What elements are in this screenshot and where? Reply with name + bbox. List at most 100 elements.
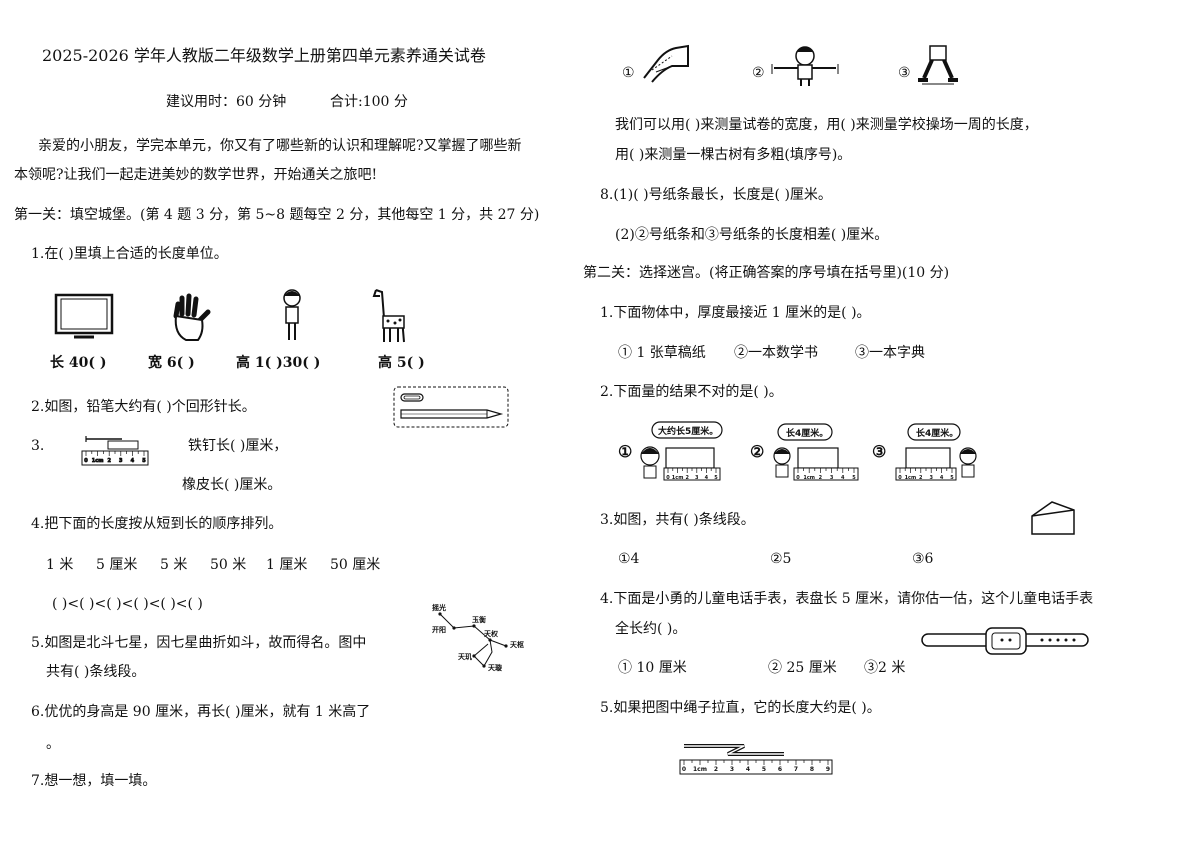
ruler-number: 1cm	[693, 766, 707, 773]
q7-answer-line-1: 我们可以用( )来测量试卷的宽度，用( )来测量学校操场一周的长度，	[615, 117, 1038, 133]
smartwatch-icon	[921, 627, 1089, 655]
ruler-number: 1cm	[803, 475, 815, 481]
s2-q1-option: ① 1 张草稿纸	[618, 345, 706, 361]
star-label: 开阳	[432, 625, 446, 634]
q6-line-1: 6.优优的身高是 90 厘米，再长( )厘米，就有 1 米高了	[31, 704, 371, 720]
ruler-number: 1cm	[905, 475, 917, 481]
ruler-number: 4	[131, 458, 135, 464]
s2-q2-num: ①	[618, 442, 633, 461]
ruler-number: 4	[841, 475, 845, 481]
section1-title: 第一关：填空城堡。(第 4 题 3 分，第 5~8 题每空 2 分，其他每空 1…	[14, 207, 540, 223]
s2-q2-num: ②	[750, 442, 765, 461]
ruler-number: 6	[778, 766, 782, 773]
ruler-number: 9	[826, 766, 830, 773]
ruler-number: 5	[714, 475, 718, 481]
ruler-number: 5	[852, 475, 856, 481]
boy-arms-open-icon	[771, 46, 839, 86]
s2-q3-option: ③6	[912, 551, 934, 567]
s2-q4-option: ② 25 厘米	[768, 660, 837, 676]
ruler-number: 7	[794, 766, 798, 773]
arm-span-icon	[643, 44, 689, 83]
bubble-text: 长4厘米。	[916, 427, 958, 439]
ruler-number: 1cm	[92, 458, 104, 464]
s2-q3-option: ①4	[618, 551, 640, 567]
q8-line-1: 8.(1)( )号纸条最长，长度是( )厘米。	[600, 187, 832, 203]
ruler-number: 3	[730, 766, 734, 773]
q5-line-2: 共有( )条线段。	[46, 664, 146, 680]
total-score: 合计:100 分	[330, 94, 408, 110]
suggested-time: 建议用时：60 分钟	[166, 94, 287, 110]
ruler-number: 2	[685, 475, 689, 481]
bubble-text: 长4厘米。	[786, 427, 828, 439]
star-label: 摇光	[432, 603, 446, 612]
q1-label-tv: 长 40( )	[50, 355, 107, 371]
q7-text: 7.想一想，填一填。	[31, 773, 157, 789]
s2-q1-option: ③一本字典	[855, 345, 925, 361]
s2-q3-option: ②5	[770, 551, 792, 567]
ruler-number: 8	[810, 766, 814, 773]
q4-text: 4.把下面的长度按从短到长的顺序排列。	[31, 516, 283, 532]
page-title: 2025-2026 学年人教版二年级数学上册第四单元素养通关试卷	[42, 46, 486, 65]
ruler-number: 4	[705, 475, 709, 481]
bubble-text: 大约长5厘米。	[658, 425, 718, 437]
ruler-number: 4	[940, 475, 944, 481]
ruler-number: 1cm	[672, 475, 684, 481]
star-label: 天枢	[510, 640, 524, 649]
star-label: 玉衡	[472, 615, 486, 624]
s2-q1-text: 1.下面物体中，厚度最接近 1 厘米的是( )。	[600, 305, 871, 321]
ruler-number: 2	[714, 766, 718, 773]
ruler-number: 0	[898, 475, 902, 481]
tv-icon	[54, 293, 114, 339]
q1-label-child: 高 1( )30( )	[236, 355, 321, 371]
ruler-number: 0	[796, 475, 800, 481]
pic-number: ②	[752, 65, 765, 81]
ruler-number: 4	[746, 766, 750, 773]
s2-q4-line-1: 4.下面是小勇的儿童电话手表，表盘长 5 厘米，请你估一估，这个儿童电话手表	[600, 591, 1094, 607]
q4-item: 5 厘米	[96, 557, 138, 573]
ruler-number: 3	[695, 475, 699, 481]
q1-label-hand: 宽 6( )	[148, 355, 195, 371]
ruler-number: 0	[666, 475, 670, 481]
s2-q4-line-2: 全长约( )。	[615, 621, 687, 637]
ruler-number: 5	[950, 475, 954, 481]
ruler-number: 0	[682, 766, 686, 773]
q1-label-giraffe: 高 5( )	[378, 355, 425, 371]
ruler-number: 2	[819, 475, 823, 481]
pic-number: ③	[898, 65, 911, 81]
segments-shape-figure	[1031, 501, 1075, 535]
ruler-number: 5	[142, 458, 146, 464]
big-dipper-figure: 摇光 开阳 玉衡 天权 天枢 天玑 天璇	[432, 603, 524, 672]
ruler-number: 3	[830, 475, 834, 481]
q4-item: 5 米	[160, 557, 188, 573]
intro-line-2: 本领呢?让我们一起走进美妙的数学世界，开始通关之旅吧!	[14, 167, 378, 183]
q4-item: 50 米	[210, 557, 247, 573]
q4-item: 50 厘米	[330, 557, 381, 573]
s2-q2-num: ③	[872, 442, 887, 461]
star-label: 天玑	[458, 653, 472, 661]
s2-q2-text: 2.下面量的结果不对的是( )。	[600, 384, 783, 400]
q8-line-2: (2)②号纸条和③号纸条的长度相差( )厘米。	[615, 227, 889, 243]
q4-item: 1 厘米	[266, 557, 308, 573]
q5-line-1: 5.如图是北斗七星，因七星曲折如斗，故而得名。图中	[31, 635, 367, 651]
ruler-number: 3	[119, 458, 123, 464]
child-icon	[283, 289, 301, 340]
ruler-number: 2	[107, 458, 111, 464]
s2-q4-option: ③2 米	[864, 660, 906, 676]
q3-eraser-text: 橡皮长( )厘米。	[182, 477, 282, 493]
q7-answer-line-2: 用( )来测量一棵古树有多粗(填序号)。	[615, 147, 852, 163]
q2-text: 2.如图，铅笔大约有( )个回形针长。	[31, 399, 256, 415]
ruler-number: 3	[929, 475, 933, 481]
section2-title: 第二关：选择迷宫。(将正确答案的序号填在括号里)(10 分)	[583, 265, 950, 281]
q3-nail-text: 铁钉长( )厘米，	[188, 438, 288, 454]
pencil-clip-figure	[393, 386, 509, 428]
giraffe-icon	[372, 289, 405, 343]
ruler-number: 2	[919, 475, 923, 481]
star-label: 天权	[484, 629, 499, 638]
q3-number: 3.	[31, 438, 45, 454]
q1-text: 1.在( )里填上合适的长度单位。	[31, 246, 228, 262]
ruler-number: 0	[84, 458, 88, 464]
